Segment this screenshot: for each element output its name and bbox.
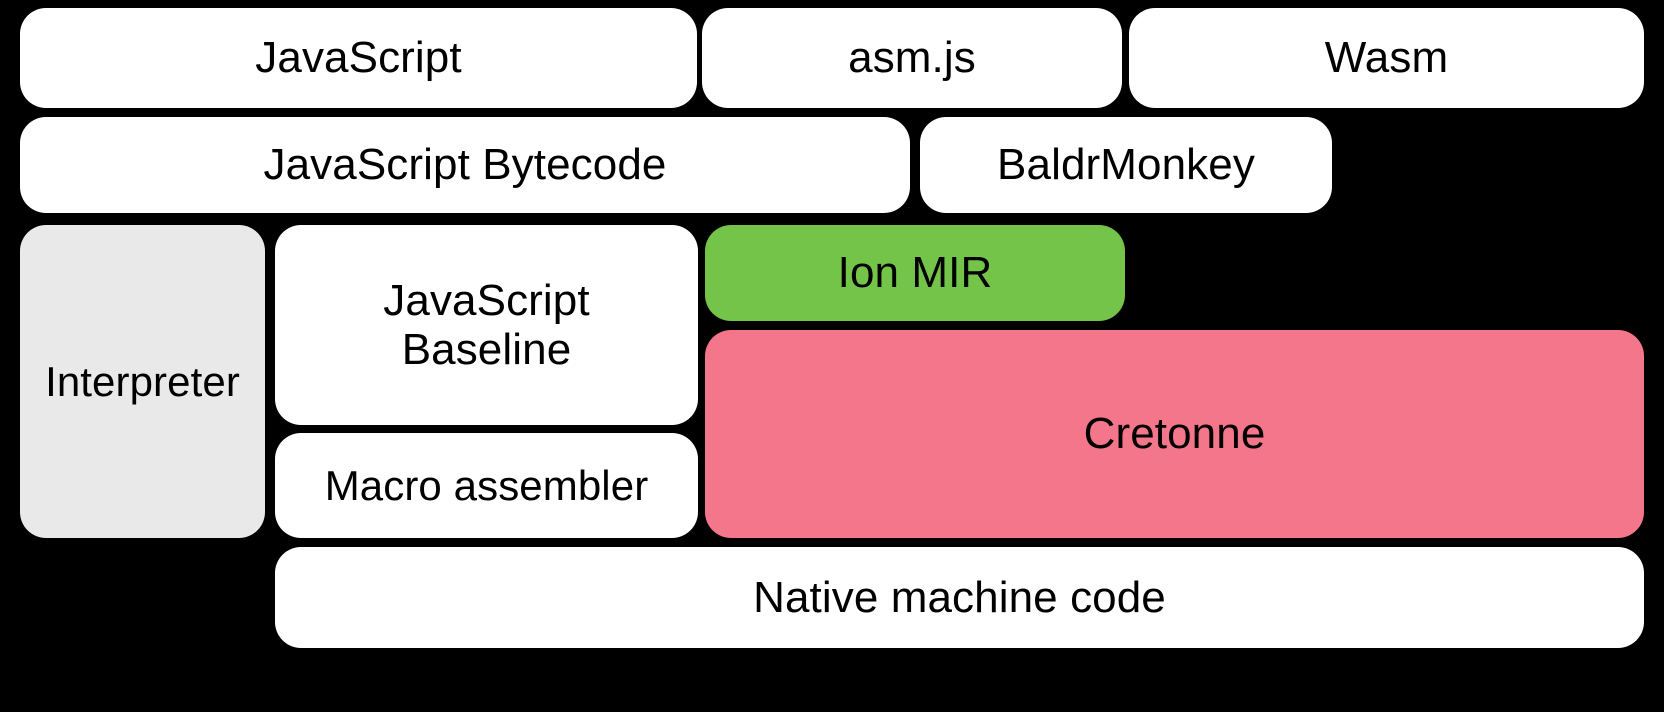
node-native-machine-code[interactable]: Native machine code — [275, 547, 1644, 648]
node-interpreter[interactable]: Interpreter — [20, 225, 265, 538]
node-baldrmonkey[interactable]: BaldrMonkey — [920, 117, 1332, 213]
node-ion-mir[interactable]: Ion MIR — [705, 225, 1125, 321]
node-macro-assembler[interactable]: Macro assembler — [275, 433, 698, 538]
node-javascript-baseline[interactable]: JavaScript Baseline — [275, 225, 698, 425]
node-wasm[interactable]: Wasm — [1129, 8, 1644, 108]
node-cretonne[interactable]: Cretonne — [705, 330, 1644, 538]
node-asmjs[interactable]: asm.js — [702, 8, 1122, 108]
node-javascript[interactable]: JavaScript — [20, 8, 697, 108]
node-javascript-bytecode[interactable]: JavaScript Bytecode — [20, 117, 910, 213]
